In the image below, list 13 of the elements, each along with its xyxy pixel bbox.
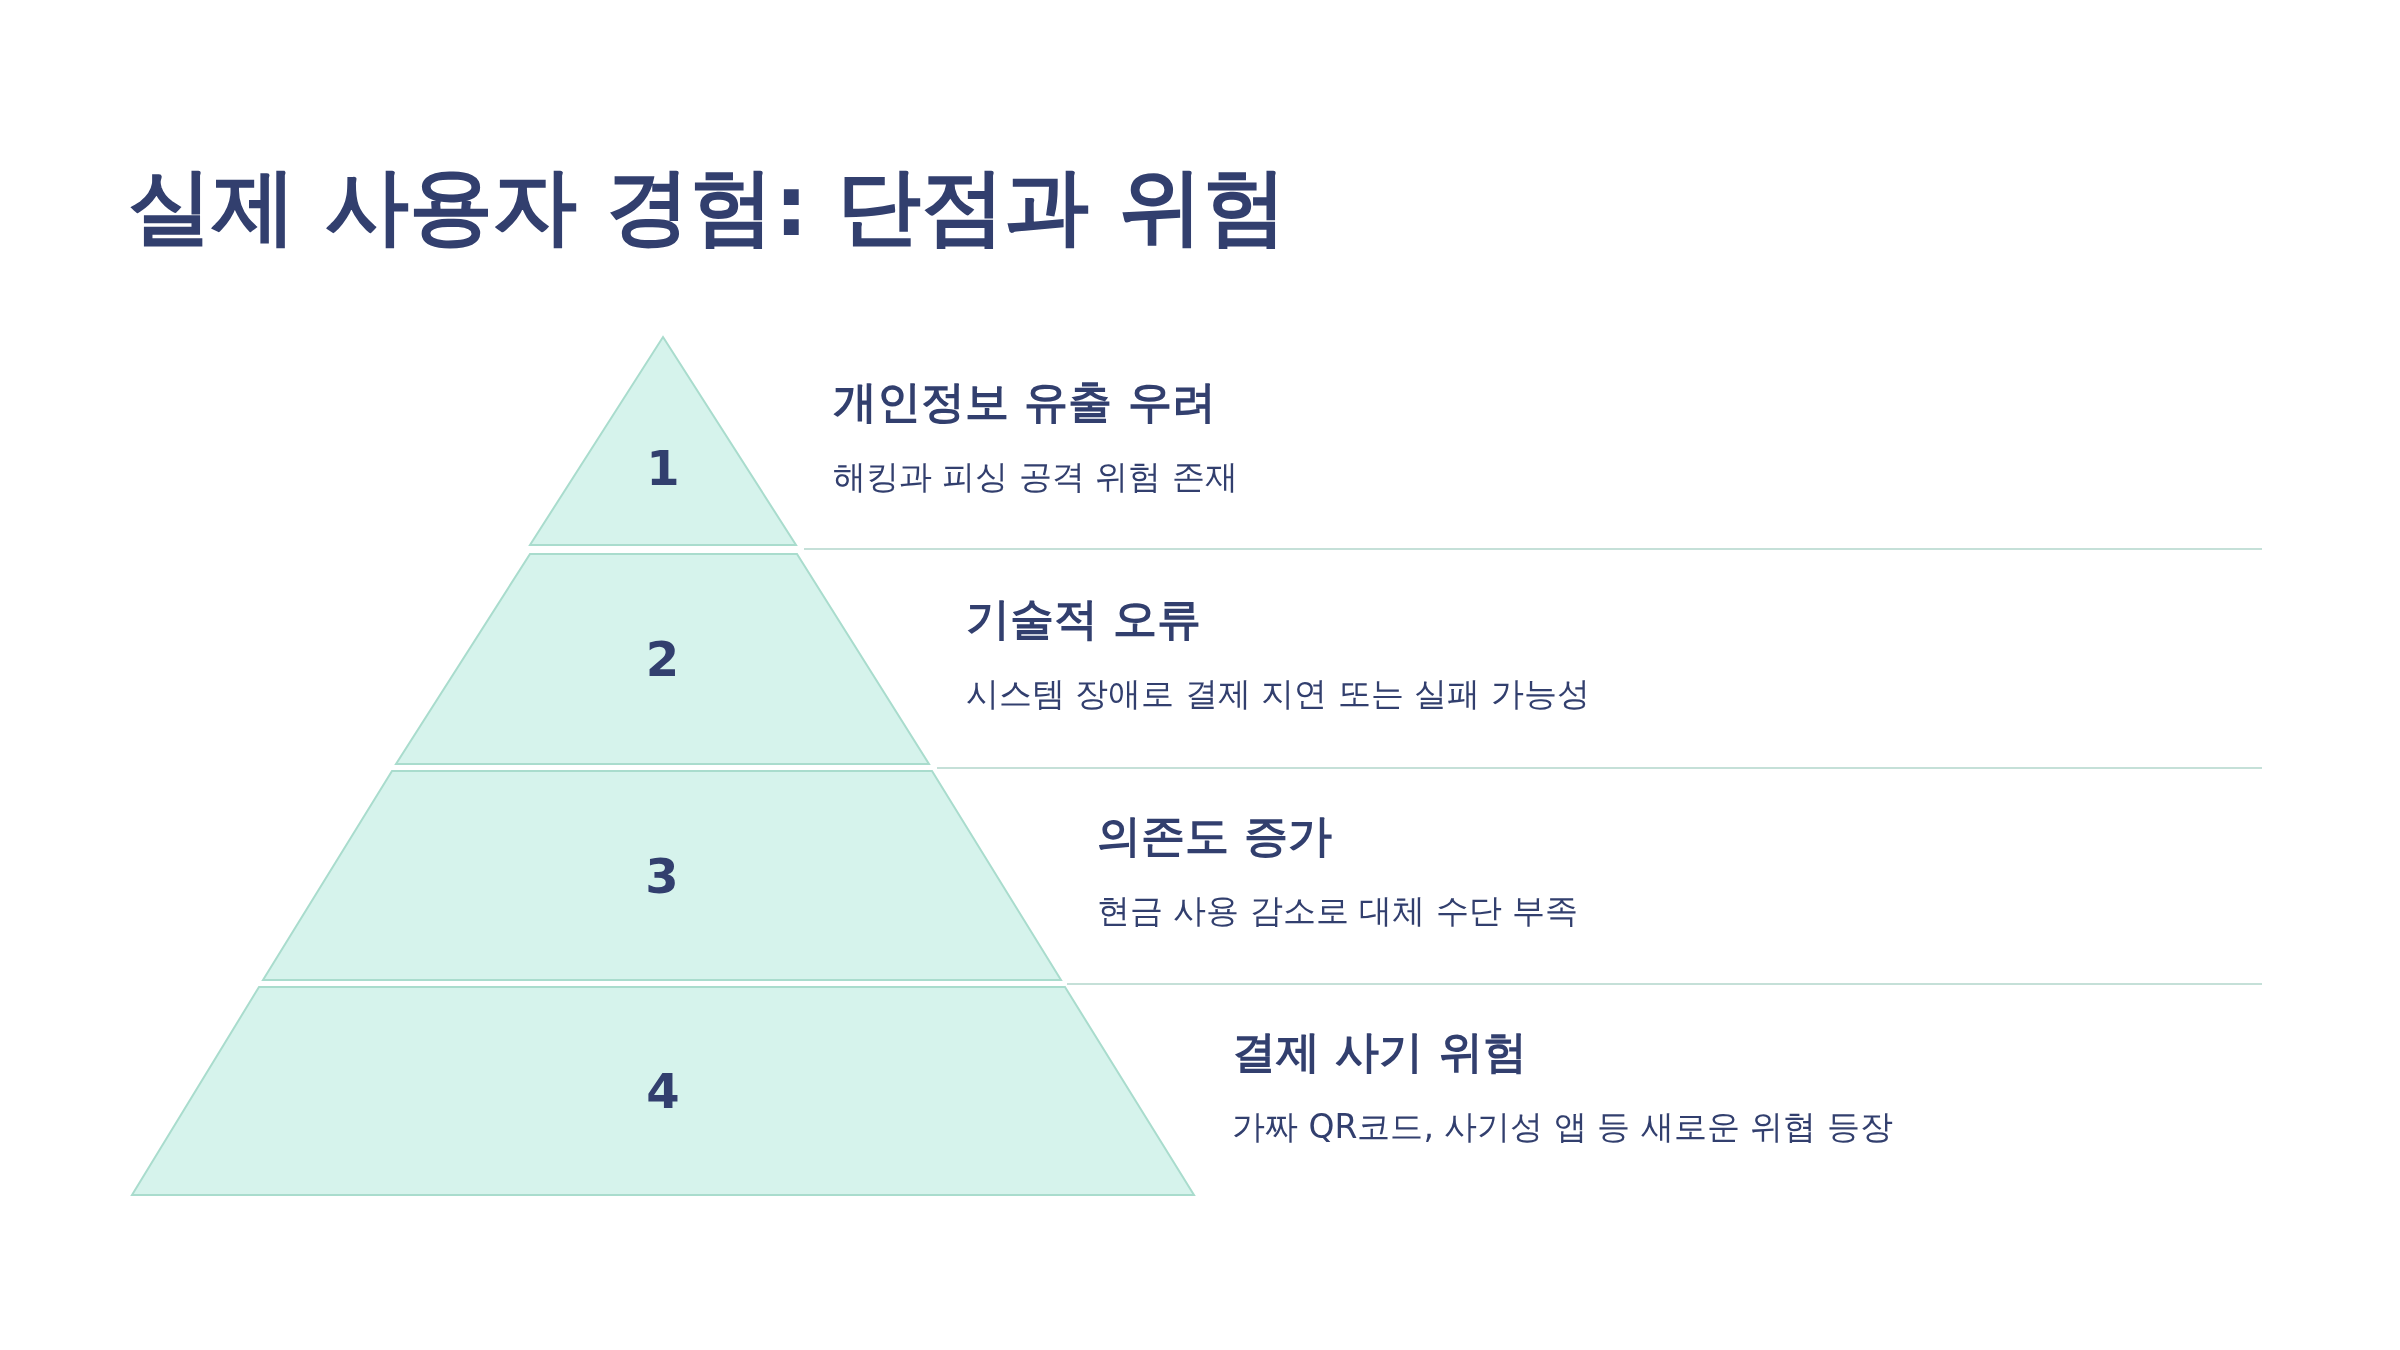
- tier-heading: 기술적 오류: [966, 592, 1202, 646]
- tier-heading: 결제 사기 위험: [1232, 1025, 1527, 1079]
- tier-description: 현금 사용 감소로 대체 수단 부족: [1097, 890, 1579, 932]
- tier-number: 2: [645, 631, 680, 687]
- tier-description: 해킹과 피싱 공격 위험 존재: [833, 456, 1238, 498]
- title: 실제 사용자 경험: 단점과 위험: [128, 156, 1287, 257]
- tier-description: 시스템 장애로 결제 지연 또는 실패 가능성: [966, 673, 1590, 715]
- tier-description: 가짜 QR코드, 사기성 앱 등 새로운 위협 등장: [1232, 1106, 1893, 1148]
- tier-heading: 의존도 증가: [1097, 809, 1333, 863]
- tier-heading: 개인정보 유출 우려: [833, 375, 1216, 429]
- tier-number: 4: [646, 1063, 680, 1119]
- tier-number: 3: [645, 847, 679, 904]
- tier-number: 1: [646, 440, 680, 497]
